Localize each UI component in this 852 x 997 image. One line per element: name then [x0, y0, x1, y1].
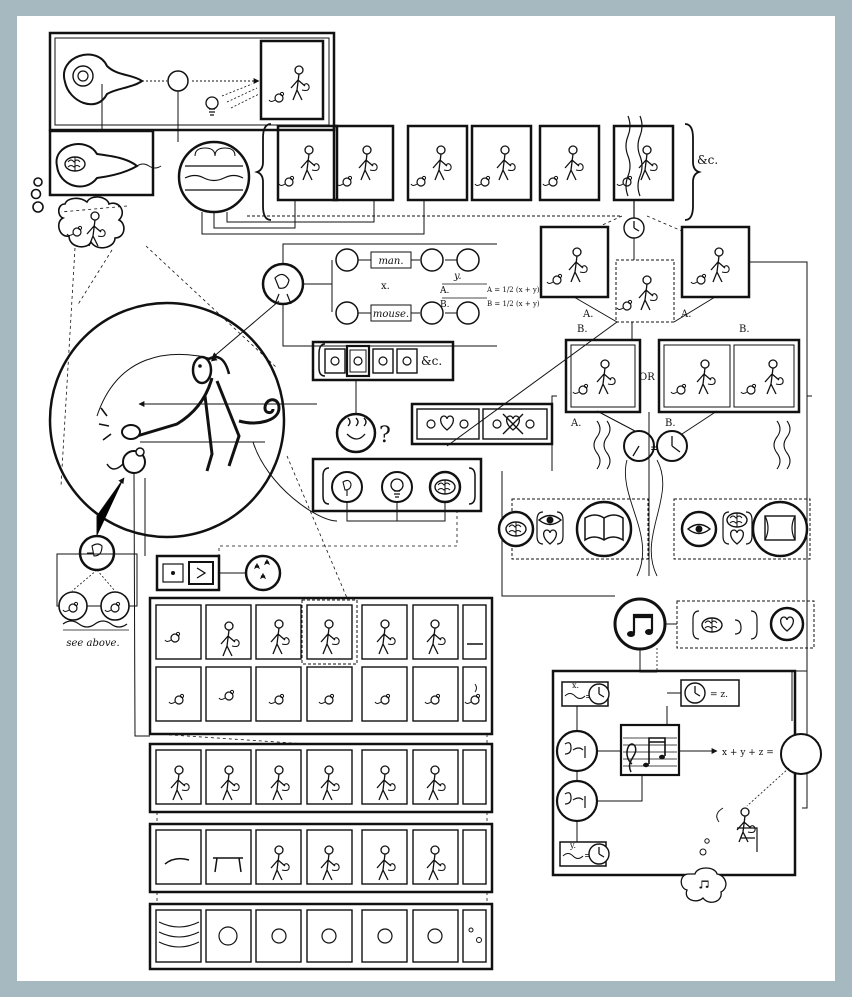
see-above-label: see above. — [66, 638, 119, 649]
eye-head-icon — [64, 55, 142, 105]
mind-stages-panel — [253, 442, 481, 521]
clock-icon-top — [624, 218, 644, 238]
sum-label: x + y + z = — [722, 748, 774, 758]
music-equation-panel: x. = = z. x + y + z = y. = — [553, 671, 821, 902]
small-frames-row: &c. — [313, 342, 453, 380]
a-label-right-2: A. — [680, 309, 691, 320]
memory-drum-icon — [179, 142, 249, 212]
formula-b: B = 1/2 (x + y) — [487, 300, 540, 308]
z-eq-label: = z. — [710, 690, 728, 700]
evolution-row-2 — [150, 744, 492, 812]
thinking-head-panel — [32, 131, 162, 248]
or-label: OR — [639, 372, 655, 383]
lightbulb-icon — [206, 97, 218, 115]
etc-label-mid: &c. — [421, 354, 442, 368]
b-label-right: B. — [577, 324, 588, 335]
memory-frames-row: &c. — [257, 116, 718, 220]
evolution-row-3 — [150, 824, 492, 892]
mouse-label: mouse. — [373, 309, 409, 320]
a-label-right: A. — [582, 309, 593, 320]
smell-question-group: ? — [337, 380, 552, 452]
evolution-panel — [150, 598, 492, 734]
classification-panel: man. mouse. x. y. A. B. A = 1/2 (x + y) … — [263, 244, 540, 346]
man-label: man. — [378, 256, 403, 267]
b-label-formula: B. — [440, 300, 450, 310]
small-thought-cloud-icon — [681, 868, 726, 902]
a-label-lower: A. — [570, 418, 581, 429]
music-node — [615, 599, 814, 672]
b-label-lower: B. — [665, 418, 676, 429]
diagram-canvas: &c. man. mouse. x. y. A. B. A = 1/2 (x +… — [17, 16, 835, 981]
signal-node-icon — [168, 71, 188, 91]
sun-icon — [219, 927, 237, 945]
x-label: x. — [381, 281, 390, 292]
formula-a: A = 1/2 (x + y) — [486, 286, 540, 294]
y-label: y. — [453, 271, 462, 282]
top-perception-panel — [50, 33, 334, 130]
diagram-sheet: &c. man. mouse. x. y. A. B. A = 1/2 (x +… — [17, 16, 835, 981]
b-label-right-2: B. — [739, 324, 750, 335]
cosmos-row — [150, 904, 492, 969]
question-mark: ? — [379, 423, 391, 448]
a-label-formula: A. — [439, 286, 449, 296]
main-scene-circle — [50, 301, 317, 537]
etc-label-top: &c. — [697, 153, 718, 167]
brain-icon — [65, 157, 85, 171]
